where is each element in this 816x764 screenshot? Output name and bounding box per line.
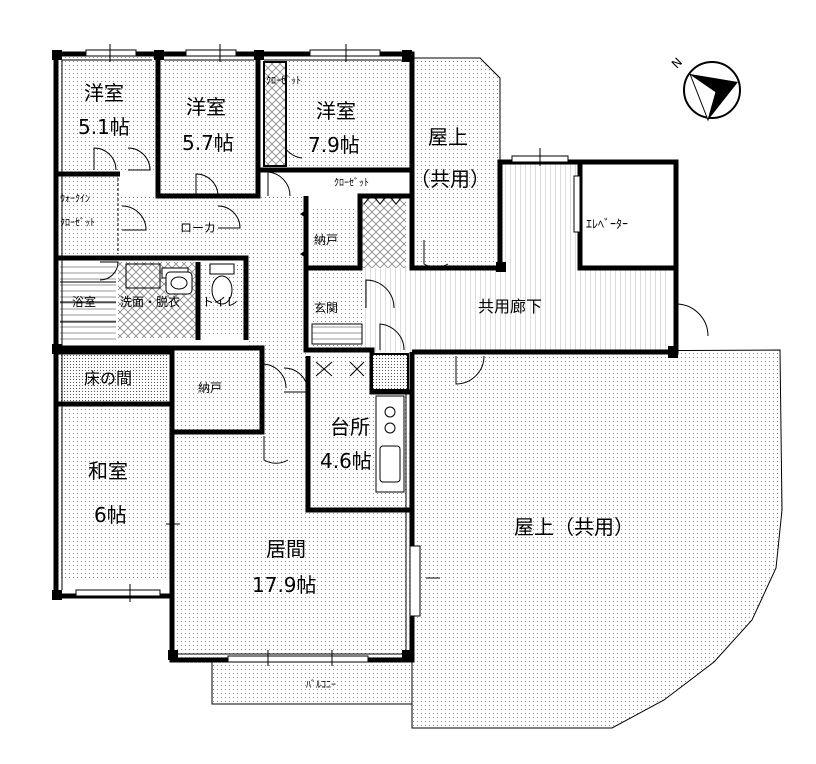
western-room-2-floor [160, 58, 258, 194]
western-room-3-name: 洋室 [316, 99, 356, 123]
storage-1-floor [310, 208, 354, 268]
sink-fixture [165, 271, 193, 295]
bath-label: 浴室 [72, 294, 96, 309]
corridor-upper-area [500, 162, 580, 270]
kitchen-name: 台所 [330, 415, 370, 439]
balcony-label: ﾊﾞﾙｺﾆｰ [306, 679, 336, 691]
walkin-closet-label-2: ｸﾛｰｾﾞｯﾄ [60, 217, 95, 229]
rooftop-upper-label-1: 屋上 [428, 125, 468, 149]
kitchen-size: 4.6帖 [320, 449, 372, 473]
closet-mid-label: ｸﾛｰｾﾞｯﾄ [334, 177, 369, 189]
rooftop-main-label: 屋上（共用） [514, 515, 634, 539]
storage-1-label: 納戸 [314, 233, 338, 247]
shared-corridor-area [360, 268, 670, 352]
western-room-2-name: 洋室 [186, 95, 226, 119]
closet-mid-floor [360, 196, 406, 268]
living-floor [174, 432, 410, 658]
storage-arrow-2 [300, 250, 306, 258]
rooftop-shared-area [411, 349, 783, 729]
closet-door-panel [263, 61, 287, 167]
shared-corridor-label: 共用廊下 [478, 297, 542, 316]
laundry-pan [125, 263, 161, 289]
closet-top-label: ｸﾛｰｾﾞｯﾄ [266, 75, 301, 87]
japanese-room-name: 和室 [88, 459, 128, 483]
rooftop-upper-label-2: （共用） [410, 167, 490, 191]
tokonoma-floor [60, 354, 168, 404]
kitchen-x [315, 361, 365, 377]
toilet-label: トイレ [202, 295, 238, 309]
compass-label: N [669, 55, 685, 71]
entrance-label: 玄関 [314, 300, 338, 315]
walkin-closet-label-1: ｳｫｰｸｲﾝ [60, 193, 90, 205]
shoe-cabinet [311, 323, 363, 345]
living-size: 17.9帖 [252, 573, 317, 597]
japanese-room-floor [60, 404, 170, 580]
western-room-2-size: 5.7帖 [182, 131, 234, 155]
hallway-floor [120, 196, 306, 260]
bath-floor [60, 262, 116, 344]
bath-tub [60, 281, 116, 323]
washroom-label: 洗面・脱衣 [120, 294, 180, 309]
toilet-fixture [209, 263, 235, 305]
elevator-label: ｴﾚﾍﾞｰﾀｰ [586, 217, 628, 231]
kitchen-counter [375, 395, 405, 493]
walkin-closet-floor [60, 176, 120, 256]
western-room-1-name: 洋室 [84, 81, 124, 105]
compass-icon [683, 61, 741, 122]
japanese-room-size: 6帖 [94, 503, 127, 527]
storage-2-label: 納戸 [198, 381, 222, 395]
western-room-1-size: 5.1帖 [78, 115, 130, 139]
living-name: 居間 [266, 537, 306, 561]
tokonoma-label: 床の間 [84, 369, 132, 388]
western-room-3-floor [286, 58, 410, 170]
western-room-3-size: 7.9帖 [308, 133, 360, 157]
columns [52, 50, 678, 660]
hallway-label: ローカ [180, 221, 216, 235]
rooftop-upper-area [411, 57, 501, 269]
storage-arrow-1 [300, 210, 306, 218]
storage-2-floor [174, 348, 258, 430]
closet-fold-doors [363, 193, 405, 205]
